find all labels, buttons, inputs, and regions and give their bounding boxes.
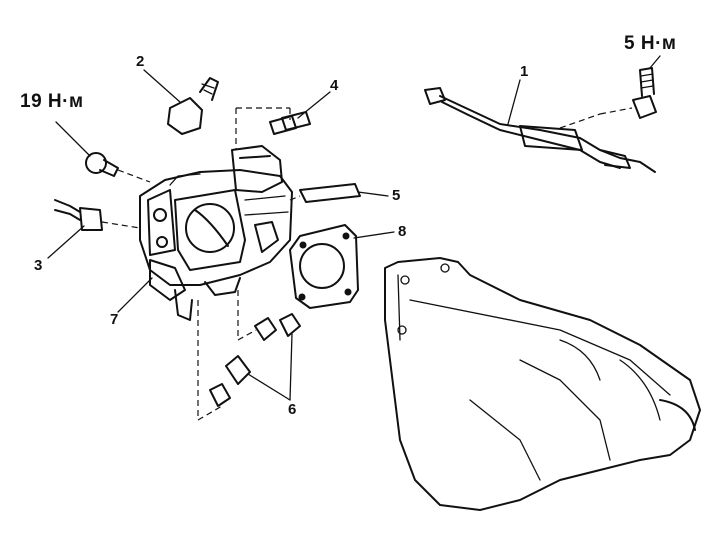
leader-lines: [47, 55, 661, 401]
callout-7: 7: [110, 311, 119, 328]
accelerator-cable: [424, 87, 656, 173]
assembly-guide-lines: [101, 107, 633, 421]
bolt-5nm: [632, 67, 657, 119]
clips-part-4: [269, 111, 311, 135]
hoses-and-clamps: [209, 313, 301, 407]
torque-label-5nm: 5 Н·м: [624, 33, 677, 54]
gasket: [289, 224, 359, 309]
callout-5: 5: [392, 187, 401, 204]
callout-8: 8: [398, 223, 407, 240]
torque-label-19nm: 19 Н·м: [20, 91, 84, 112]
callout-2: 2: [136, 53, 145, 70]
sensor-19nm: [85, 152, 119, 177]
intake-manifold: [384, 257, 701, 511]
callout-6: 6: [288, 401, 297, 418]
throttle-body: [139, 145, 293, 321]
connector-part-3: [54, 199, 103, 231]
throttle-position-sensor: [167, 77, 219, 135]
gasket-strip-part-5: [299, 183, 361, 203]
callout-3: 3: [34, 257, 43, 274]
callout-1: 1: [520, 63, 529, 80]
callout-4: 4: [330, 77, 339, 94]
